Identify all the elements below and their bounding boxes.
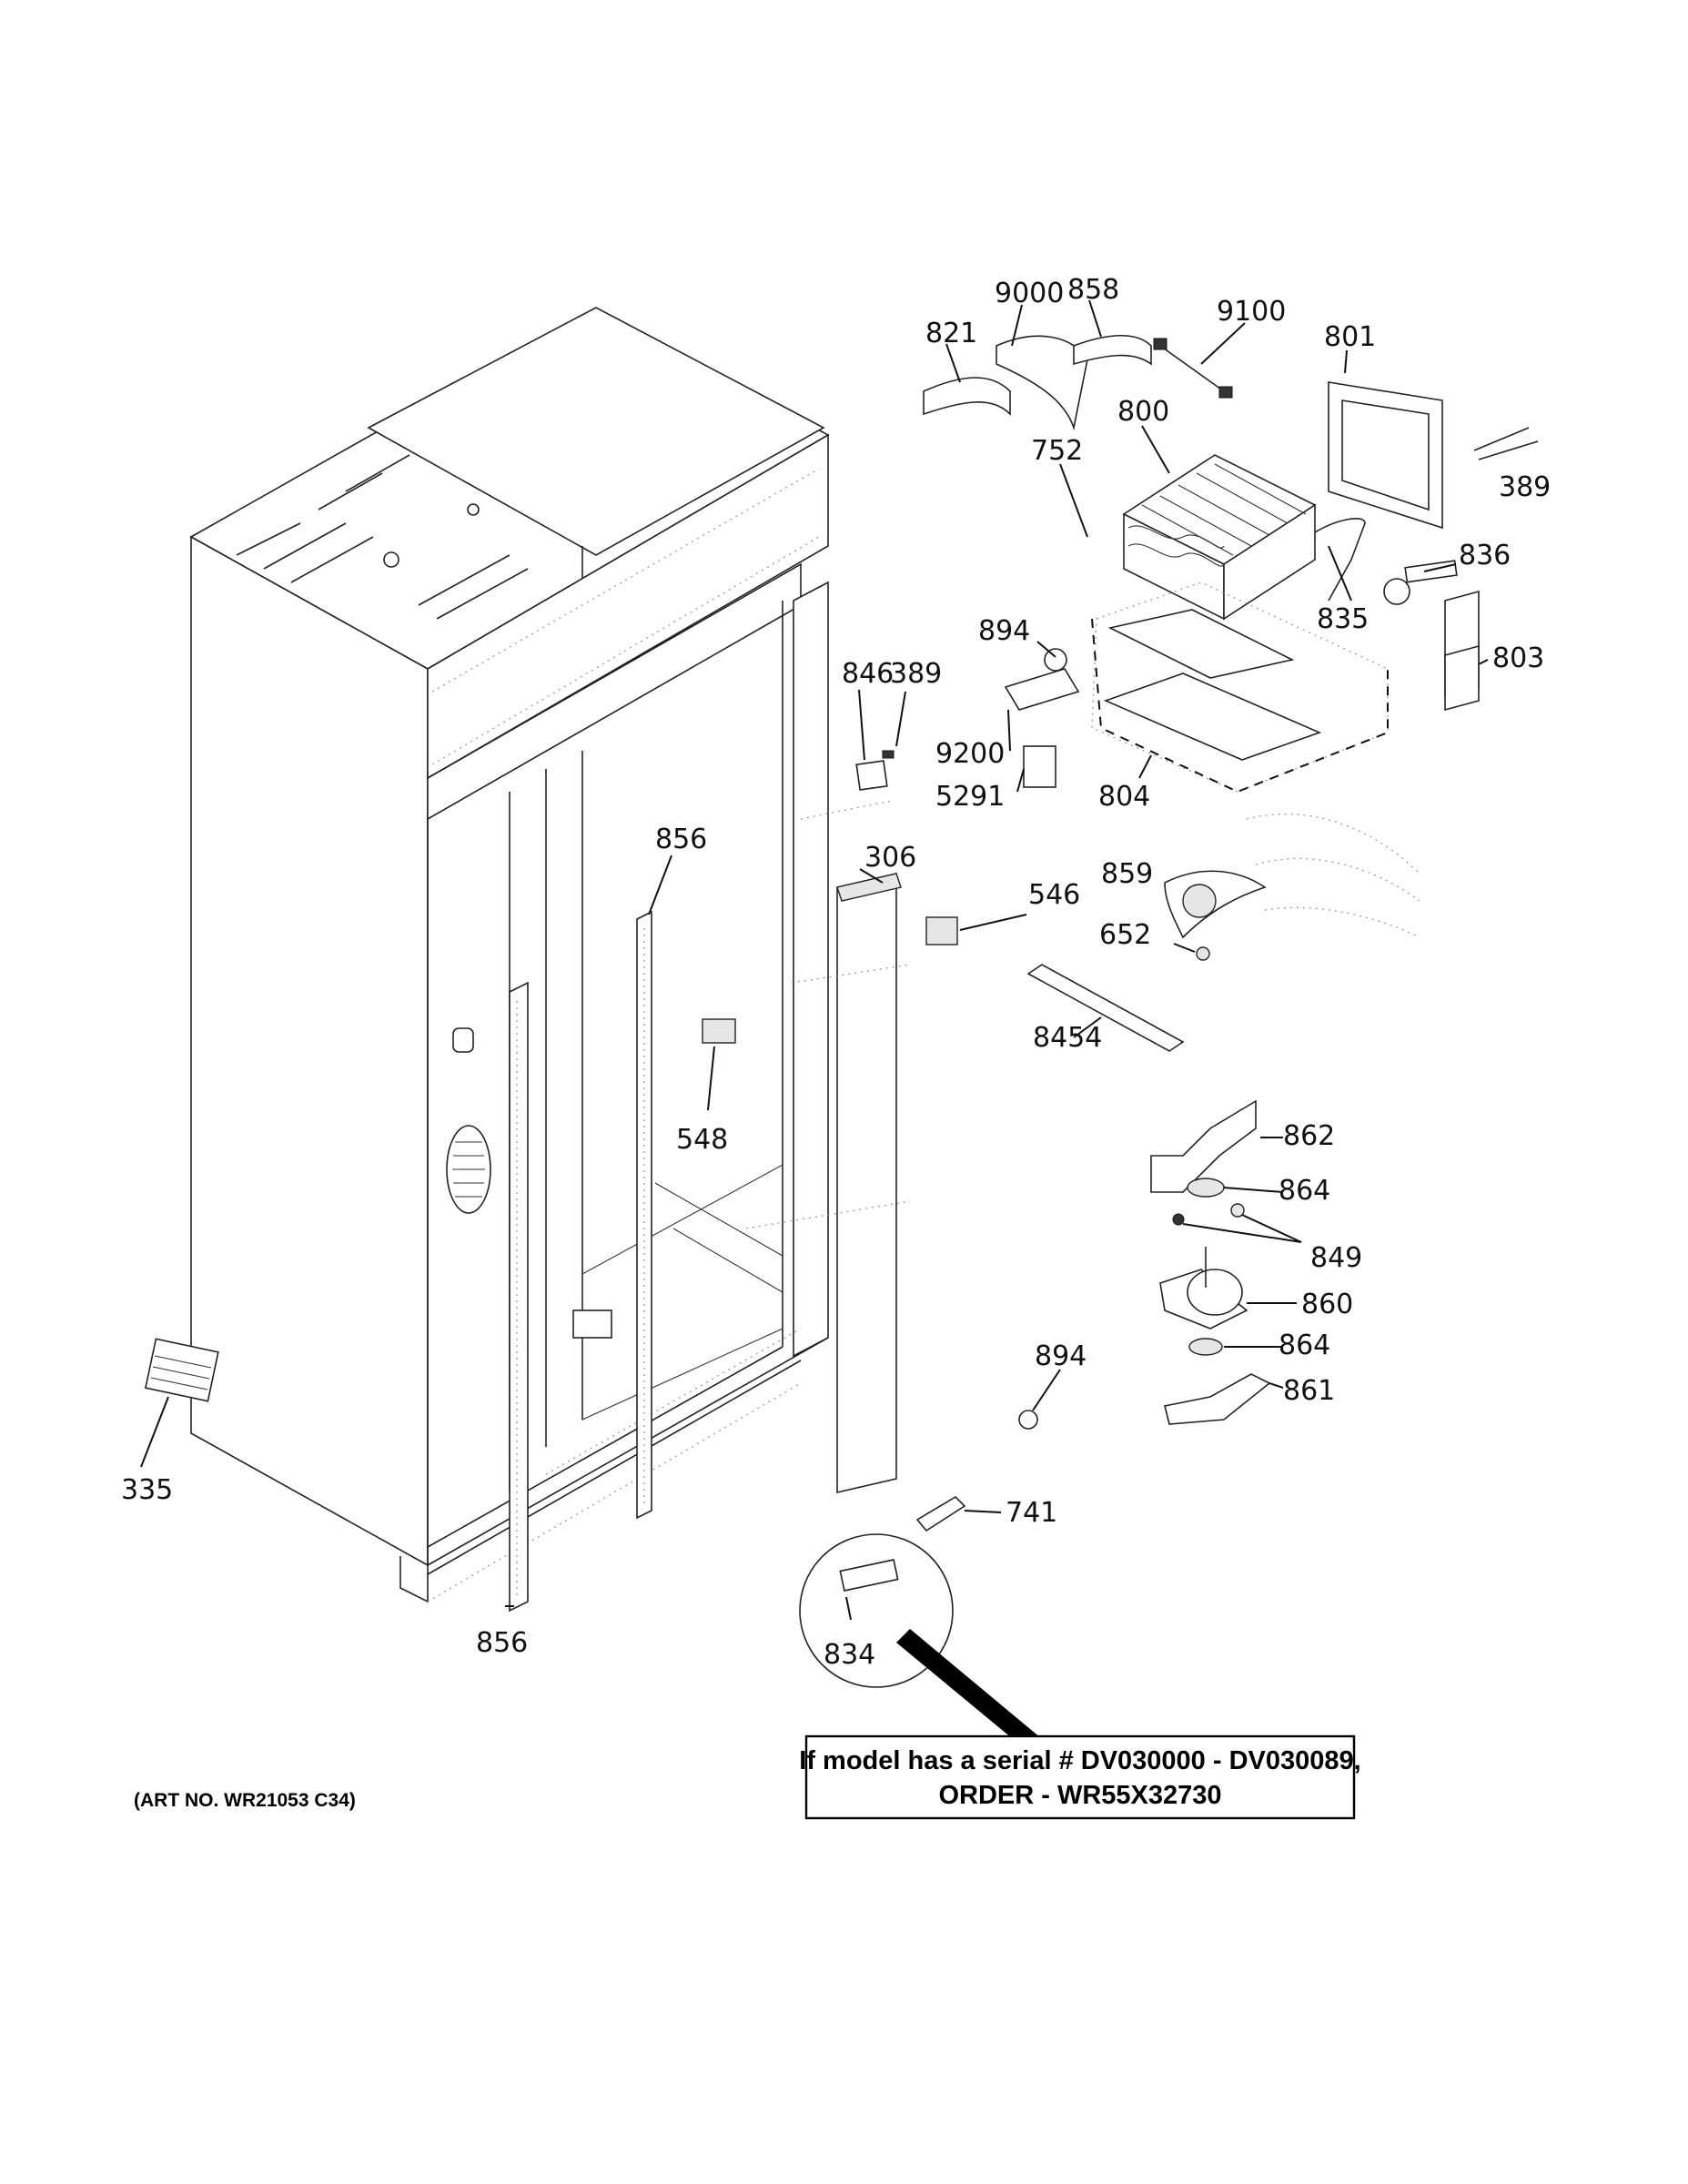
label-821: 821	[925, 318, 977, 349]
label-800: 800	[1117, 396, 1169, 428]
label-752: 752	[1031, 435, 1083, 467]
label-804: 804	[1098, 781, 1150, 813]
label-862: 862	[1283, 1120, 1335, 1152]
label-389-mid: 389	[890, 658, 942, 690]
fan-motor-assembly	[915, 814, 1420, 1532]
label-546: 546	[1028, 879, 1080, 911]
label-856-bottom: 856	[476, 1627, 528, 1659]
label-894-bottom: 894	[1035, 1340, 1087, 1372]
label-9100: 9100	[1217, 296, 1286, 328]
label-5291: 5291	[935, 781, 1005, 813]
label-801: 801	[1324, 321, 1376, 353]
art-number: (ART NO. WR21053 C34)	[134, 1790, 356, 1811]
label-861: 861	[1283, 1375, 1335, 1407]
label-858: 858	[1067, 274, 1119, 306]
label-8454: 8454	[1033, 1022, 1102, 1054]
label-652: 652	[1099, 919, 1151, 951]
part-labels: 9000 858 9100 821 801 800 752 389 836 83…	[121, 274, 1551, 1671]
label-834: 834	[824, 1639, 875, 1671]
label-859: 859	[1101, 858, 1153, 890]
note-box	[804, 1734, 1356, 1820]
cabinet-drawing	[144, 307, 830, 1603]
label-9200: 9200	[935, 738, 1005, 770]
top-parts	[855, 334, 1539, 791]
label-864-bottom: 864	[1279, 1330, 1330, 1361]
label-9000: 9000	[995, 278, 1064, 309]
label-846: 846	[842, 658, 894, 690]
note-line-2: ORDER - WR55X32730	[938, 1781, 1221, 1810]
trim-strips	[509, 800, 958, 1613]
label-860: 860	[1301, 1289, 1353, 1320]
label-864-top: 864	[1279, 1175, 1330, 1207]
label-856-top: 856	[655, 824, 707, 855]
label-389-top: 389	[1499, 471, 1551, 503]
leader-lines	[140, 299, 1489, 1621]
label-835: 835	[1317, 603, 1369, 635]
label-803: 803	[1492, 642, 1544, 674]
label-741: 741	[1006, 1497, 1057, 1529]
label-849: 849	[1310, 1242, 1362, 1274]
label-548: 548	[676, 1124, 728, 1156]
evaporator-assembly	[1091, 454, 1389, 794]
serial-inset	[799, 1533, 1046, 1752]
label-894-top: 894	[978, 615, 1030, 647]
label-335: 335	[121, 1474, 173, 1506]
note-line-1: If model has a serial # DV030000 - DV030…	[799, 1746, 1360, 1775]
label-306: 306	[864, 842, 916, 874]
label-836: 836	[1459, 540, 1511, 571]
